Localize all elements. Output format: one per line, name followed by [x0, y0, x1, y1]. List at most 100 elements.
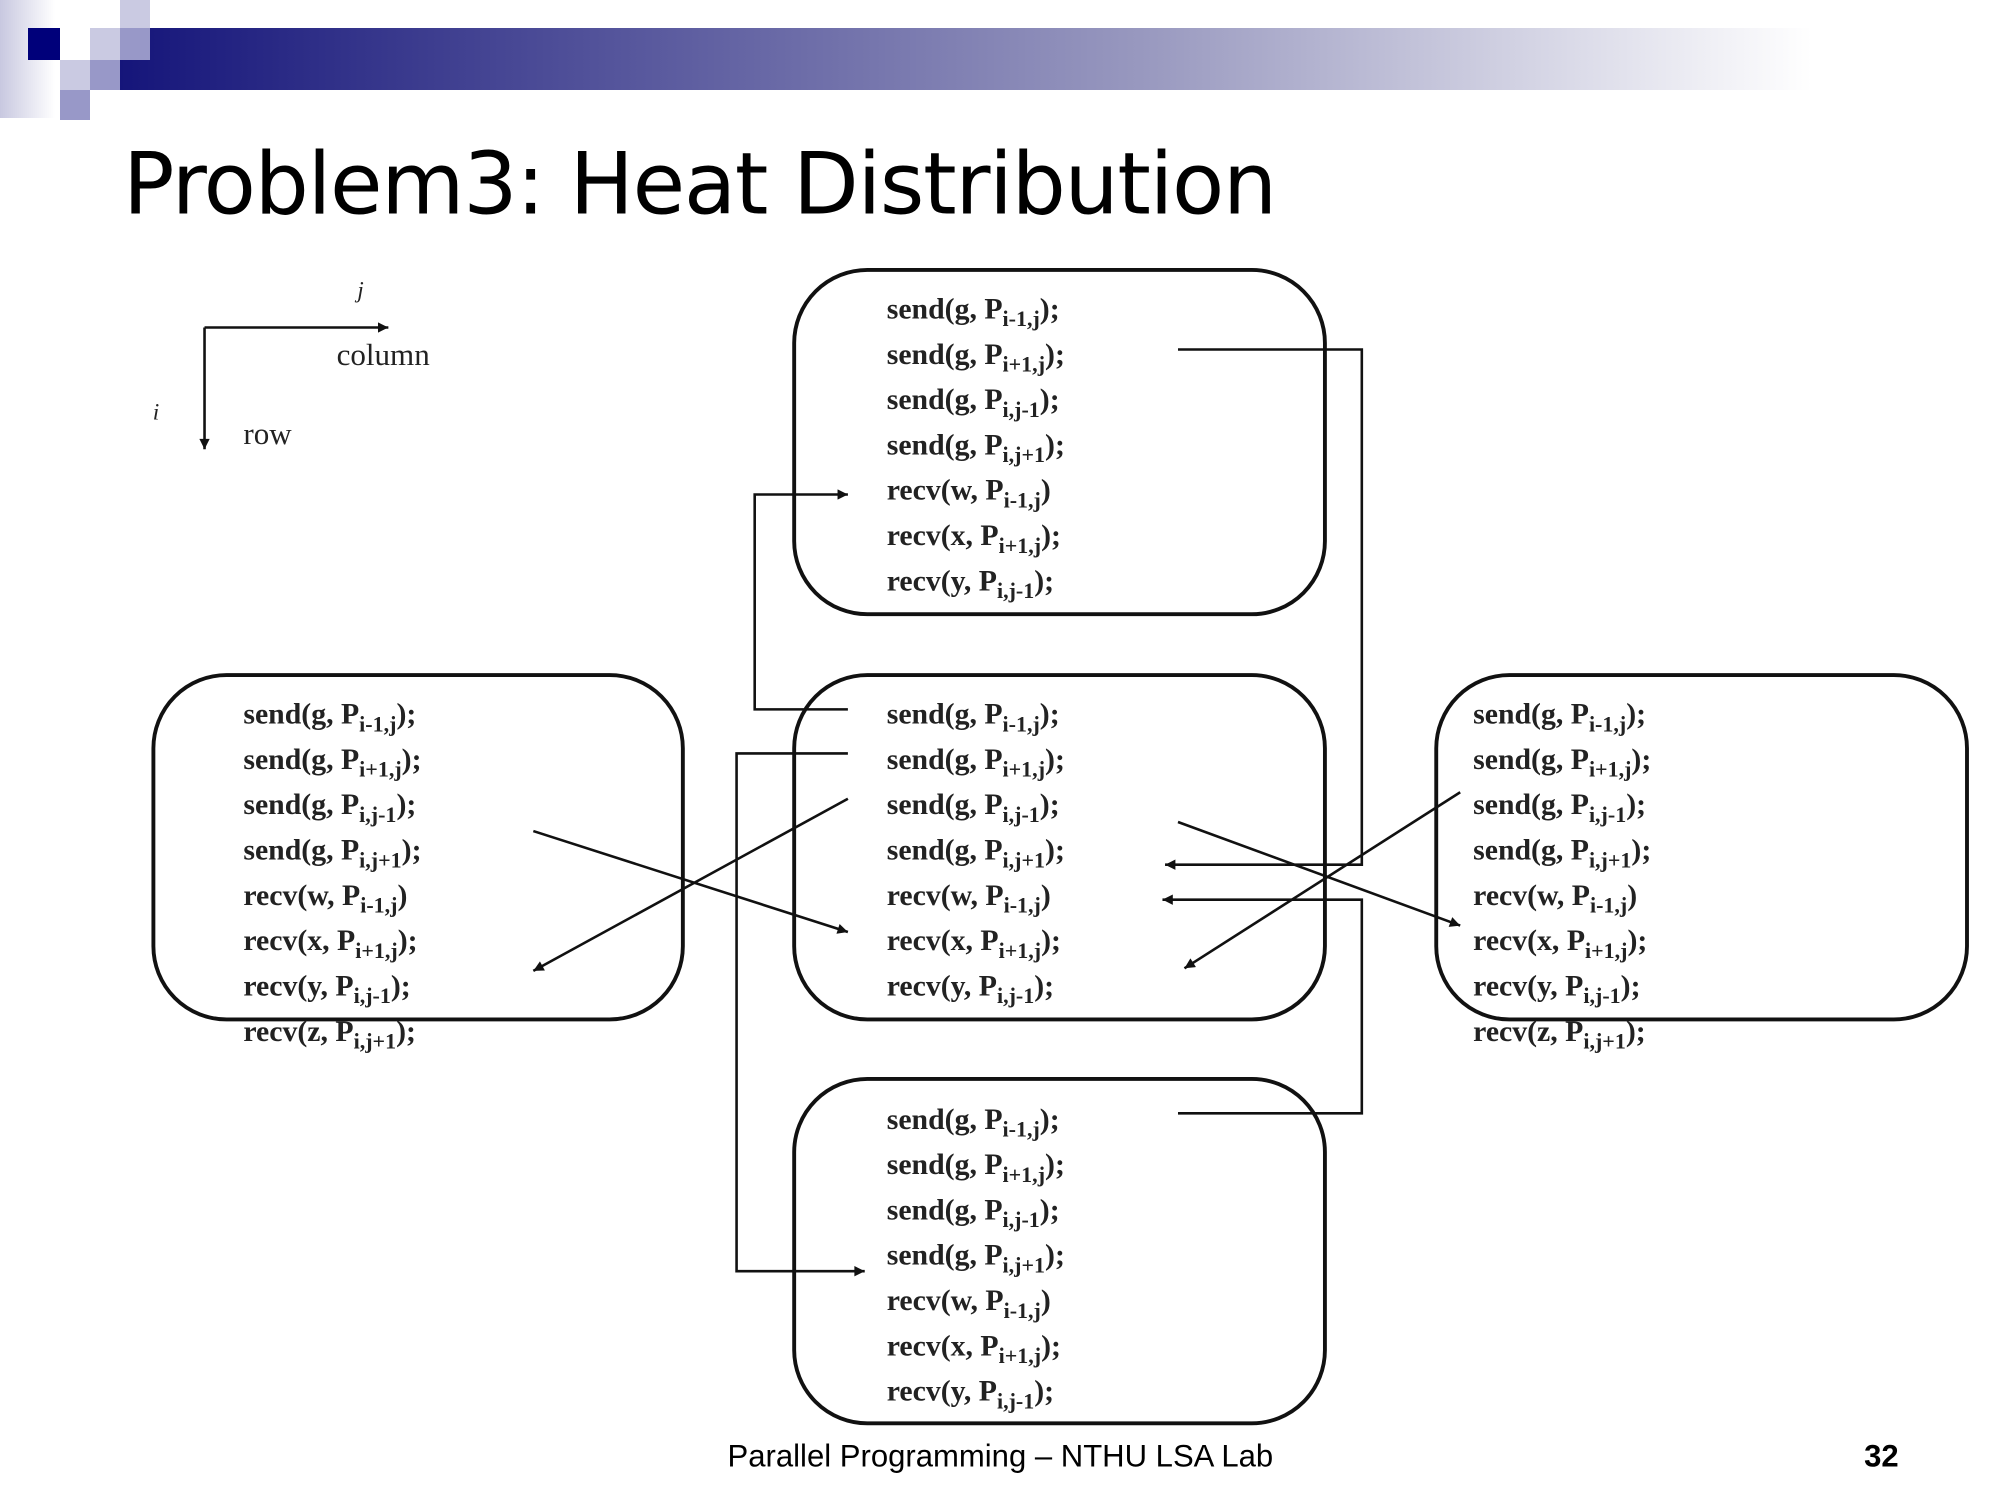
code-sub: i-1,j — [1002, 1117, 1040, 1142]
process-box-bottom — [792, 1077, 1327, 1426]
code-line: recv(z, Pi,j+1); — [1473, 1015, 1651, 1060]
axis-j-label: j — [357, 277, 364, 303]
code-end: ); — [401, 743, 422, 776]
arrow-center-to-left — [532, 797, 849, 973]
code-fn: send(g, P — [1473, 833, 1589, 867]
code-fn: send(g, P — [243, 833, 360, 867]
code-fn: send(g, P — [886, 1238, 1003, 1272]
code-fn: recv(y, P — [1473, 969, 1584, 1002]
process-box-center — [792, 673, 1327, 1022]
code-sub: i,j-1 — [1002, 1207, 1040, 1233]
code-end: ); — [1039, 1193, 1060, 1226]
code-line: recv(x, Pi+1,j); — [243, 924, 421, 969]
code-center: send(g, Pi-1,j);send(g, Pi+1,j);send(g, … — [887, 698, 1065, 1015]
code-line: send(g, Pi,j+1); — [887, 834, 1065, 879]
code-line: send(g, Pi+1,j); — [887, 743, 1065, 788]
code-line: recv(w, Pi-1,j) — [887, 1284, 1065, 1329]
code-sub: i+1,j — [1002, 1162, 1046, 1188]
arrow-top-to-center — [1165, 348, 1364, 870]
code-line: send(g, Pi,j+1); — [243, 834, 421, 879]
code-end: ); — [401, 833, 422, 867]
code-line: recv(x, Pi+1,j); — [1473, 924, 1651, 969]
code-end: ); — [1045, 1148, 1065, 1181]
code-fn: send(g, P — [243, 743, 360, 776]
code-sub: i-1,j — [1003, 488, 1041, 513]
code-sub: i,j-1 — [1002, 802, 1040, 828]
code-end: ) — [1040, 1284, 1051, 1317]
code-sub: i,j-1 — [1002, 397, 1040, 423]
code-line: send(g, Pi,j+1); — [887, 428, 1065, 473]
slide-footer: Parallel Programming – NTHU LSA Lab — [727, 1439, 1274, 1475]
code-right: send(g, Pi-1,j);send(g, Pi+1,j);send(g, … — [1473, 698, 1651, 1060]
code-sub: i,j+1 — [1588, 847, 1632, 873]
arrow-center-to-right — [1177, 820, 1461, 927]
code-fn: recv(x, P — [886, 519, 999, 552]
code-end: ); — [1039, 383, 1060, 416]
code-fn: recv(y, P — [886, 969, 997, 1002]
code-line: send(g, Pi-1,j); — [1473, 698, 1651, 743]
code-end: ); — [1627, 924, 1648, 957]
code-fn: send(g, P — [1473, 743, 1589, 776]
code-line: recv(x, Pi+1,j); — [887, 1329, 1065, 1374]
code-end: ) — [1040, 473, 1051, 507]
code-fn: recv(x, P — [243, 924, 356, 957]
code-fn: send(g, P — [886, 697, 1003, 731]
code-line: send(g, Pi+1,j); — [243, 743, 421, 788]
header-decoration — [0, 0, 2000, 120]
code-fn: recv(z, P — [1473, 1014, 1584, 1048]
code-end: ); — [1626, 697, 1647, 731]
code-fn: recv(y, P — [886, 564, 997, 597]
code-end: ); — [1039, 788, 1060, 821]
code-line: recv(y, Pi,j-1); — [887, 1375, 1065, 1420]
code-fn: send(g, P — [886, 743, 1003, 776]
arrow-left-to-center — [532, 829, 849, 934]
code-sub: i-1,j — [360, 893, 398, 918]
code-end: ); — [1625, 1014, 1646, 1048]
code-sub: i,j-1 — [359, 802, 397, 828]
code-line: send(g, Pi-1,j); — [887, 698, 1065, 743]
code-end: ); — [1631, 743, 1652, 776]
code-end: ); — [1620, 969, 1641, 1002]
code-fn: recv(w, P — [886, 878, 1004, 912]
code-sub: i-1,j — [1002, 306, 1040, 332]
code-line: recv(y, Pi,j-1); — [887, 970, 1065, 1015]
code-line: recv(y, Pi,j-1); — [1473, 970, 1651, 1015]
slide-title: Problem3: Heat Distribution — [122, 134, 1277, 235]
code-fn: recv(x, P — [886, 1329, 999, 1362]
code-end: ); — [1041, 519, 1061, 552]
code-line: send(g, Pi-1,j); — [887, 293, 1065, 338]
code-end: ); — [1631, 833, 1652, 867]
code-end: ) — [397, 878, 408, 912]
code-sub: i+1,j — [1002, 352, 1046, 377]
code-line: send(g, Pi+1,j); — [887, 1148, 1065, 1193]
code-end: ); — [396, 788, 417, 821]
code-line: send(g, Pi-1,j); — [887, 1103, 1065, 1148]
arrow-center-to-top — [753, 489, 848, 711]
code-fn: send(g, P — [886, 1148, 1003, 1181]
code-end: ) — [1040, 878, 1051, 912]
code-end: ); — [397, 924, 418, 957]
code-sub: i-1,j — [1588, 711, 1627, 737]
code-line: recv(y, Pi,j-1); — [243, 970, 421, 1015]
code-sub: i+1,j — [998, 1343, 1042, 1369]
code-fn: recv(y, P — [243, 969, 354, 1002]
code-sub: i+1,j — [355, 938, 398, 964]
code-line: recv(w, Pi-1,j) — [887, 879, 1065, 924]
code-end: ); — [1041, 924, 1061, 957]
code-end: ); — [1045, 428, 1065, 461]
process-box-left — [151, 673, 685, 1022]
process-box-right — [1434, 673, 1969, 1022]
code-line: recv(x, Pi+1,j); — [887, 519, 1065, 564]
code-fn: send(g, P — [886, 428, 1003, 461]
code-end: ); — [1034, 1374, 1055, 1408]
code-line: send(g, Pi,j-1); — [887, 1194, 1065, 1239]
code-line: recv(w, Pi-1,j) — [243, 879, 421, 924]
code-fn: send(g, P — [886, 292, 1003, 325]
code-sub: i,j+1 — [1583, 1029, 1626, 1054]
code-end: ); — [1039, 1102, 1060, 1136]
code-fn: send(g, P — [886, 1193, 1003, 1226]
code-fn: send(g, P — [243, 788, 360, 821]
code-end: ); — [396, 1014, 416, 1048]
code-line: recv(w, Pi-1,j) — [1473, 879, 1651, 924]
code-fn: recv(x, P — [886, 924, 999, 957]
